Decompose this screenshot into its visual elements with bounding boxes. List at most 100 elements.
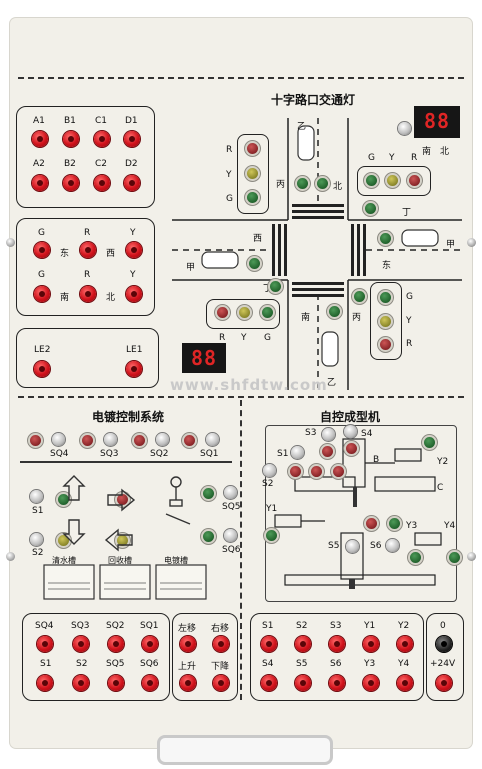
switch-sq3[interactable] bbox=[104, 433, 117, 446]
label-xi-road: 西 bbox=[253, 234, 263, 244]
label-sq2-plating: SQ2 bbox=[150, 449, 169, 459]
molding-title: 自控成型机 bbox=[320, 410, 381, 424]
socket-bl-sq4[interactable] bbox=[37, 636, 53, 652]
label-r-sn: R bbox=[84, 270, 91, 280]
label-jia-left: 甲 bbox=[186, 263, 196, 273]
led-sq5 bbox=[203, 488, 214, 499]
socket-b1[interactable] bbox=[63, 131, 79, 147]
socket-br-y1[interactable] bbox=[363, 636, 379, 652]
bl-label-sq6: SQ6 bbox=[140, 659, 159, 669]
molding-label-c: C bbox=[437, 483, 444, 493]
seven-seg-display-top: 88 bbox=[414, 106, 460, 138]
led-green-ding-top bbox=[365, 203, 376, 214]
socket-up[interactable] bbox=[180, 675, 196, 691]
socket-le1[interactable] bbox=[126, 361, 142, 377]
label-c1: C1 bbox=[95, 116, 108, 126]
label-le1: LE1 bbox=[126, 345, 143, 355]
led-green-south bbox=[262, 307, 273, 318]
led-yellow-west bbox=[247, 168, 258, 179]
label-g-ew: G bbox=[38, 228, 45, 238]
molding-label-b: B bbox=[373, 455, 380, 465]
switch-s1-plating[interactable] bbox=[30, 490, 43, 503]
socket-bl-s1[interactable] bbox=[37, 675, 53, 691]
label-sq5-plating: SQ5 bbox=[222, 502, 241, 512]
intersection-road-diagram bbox=[172, 118, 462, 390]
socket-sn-g[interactable] bbox=[34, 286, 50, 302]
light-label-r-south: R bbox=[219, 333, 226, 343]
socket-ground[interactable] bbox=[436, 636, 452, 652]
socket-bl-sq1[interactable] bbox=[142, 636, 158, 652]
switch-mold-s6[interactable] bbox=[386, 539, 399, 552]
socket-sn-r[interactable] bbox=[80, 286, 96, 302]
socket-ew-y[interactable] bbox=[126, 242, 142, 258]
socket-br-s4[interactable] bbox=[261, 675, 277, 691]
light-label-y-west: Y bbox=[226, 170, 232, 180]
socket-a2[interactable] bbox=[32, 175, 48, 191]
socket-le2[interactable] bbox=[34, 361, 50, 377]
socket-br-s1[interactable] bbox=[261, 636, 277, 652]
switch-sq4[interactable] bbox=[52, 433, 65, 446]
bl-label-sq2: SQ2 bbox=[106, 621, 125, 631]
switch-s2-plating[interactable] bbox=[30, 533, 43, 546]
socket-br-s2[interactable] bbox=[295, 636, 311, 652]
socket-down[interactable] bbox=[213, 675, 229, 691]
label-r-ew: R bbox=[84, 228, 91, 238]
socket-br-y4[interactable] bbox=[397, 675, 413, 691]
socket-sn-y[interactable] bbox=[126, 286, 142, 302]
socket-right-move[interactable] bbox=[213, 636, 229, 652]
socket-b2[interactable] bbox=[63, 175, 79, 191]
led-green-nan bbox=[329, 306, 340, 317]
led-right bbox=[117, 494, 128, 505]
br-label-y2: Y2 bbox=[398, 621, 410, 631]
socket-c1[interactable] bbox=[94, 131, 110, 147]
terminal-block-sq bbox=[22, 613, 170, 701]
switch-mold-s5[interactable] bbox=[346, 540, 359, 553]
traffic-title: 十字路口交通灯 bbox=[271, 93, 356, 107]
switch-sq5[interactable] bbox=[224, 486, 237, 499]
plating-title: 电镀控制系统 bbox=[92, 410, 165, 424]
socket-bl-sq6[interactable] bbox=[142, 675, 158, 691]
display-label-nan: 南 bbox=[422, 147, 432, 157]
socket-ew-r[interactable] bbox=[80, 242, 96, 258]
socket-a1[interactable] bbox=[32, 131, 48, 147]
switch-sq6[interactable] bbox=[224, 529, 237, 542]
socket-left-move[interactable] bbox=[180, 636, 196, 652]
socket-br-s5[interactable] bbox=[295, 675, 311, 691]
socket-bl-s2[interactable] bbox=[73, 675, 89, 691]
socket-d2[interactable] bbox=[124, 175, 140, 191]
label-xi: 西 bbox=[106, 249, 116, 259]
socket-br-y3[interactable] bbox=[363, 675, 379, 691]
socket-bl-sq3[interactable] bbox=[73, 636, 89, 652]
divider-middle bbox=[18, 396, 464, 398]
switch-sq1[interactable] bbox=[206, 433, 219, 446]
socket-br-y2[interactable] bbox=[397, 636, 413, 652]
socket-bl-sq2[interactable] bbox=[108, 636, 124, 652]
seven-seg-display-le: 88 bbox=[182, 343, 226, 373]
socket-br-s3[interactable] bbox=[329, 636, 345, 652]
socket-ew-g[interactable] bbox=[34, 242, 50, 258]
led-yellow-north bbox=[387, 175, 398, 186]
traffic-light-west bbox=[237, 134, 269, 214]
socket-c2[interactable] bbox=[94, 175, 110, 191]
socket-plus24[interactable] bbox=[436, 675, 452, 691]
label-d1: D1 bbox=[125, 116, 138, 126]
led-sq4 bbox=[30, 435, 41, 446]
molding-label-s4: S4 bbox=[361, 429, 373, 439]
switch-mold-s2[interactable] bbox=[263, 464, 276, 477]
led-sq6 bbox=[203, 531, 214, 542]
label-y-sn: Y bbox=[130, 270, 136, 280]
socket-d1[interactable] bbox=[124, 131, 140, 147]
label-sq4-plating: SQ4 bbox=[50, 449, 69, 459]
switch-sq2[interactable] bbox=[156, 433, 169, 446]
light-label-g-south: G bbox=[264, 333, 271, 343]
switch-mold-s1[interactable] bbox=[291, 446, 304, 459]
label-sq3-plating: SQ3 bbox=[100, 449, 119, 459]
socket-br-s6[interactable] bbox=[329, 675, 345, 691]
switch-mold-s4[interactable] bbox=[344, 425, 357, 438]
display-switch[interactable] bbox=[398, 122, 411, 135]
led-yellow-east bbox=[380, 316, 391, 327]
molding-label-y1: Y1 bbox=[266, 504, 278, 514]
switch-mold-s3[interactable] bbox=[322, 428, 335, 441]
label-nan: 南 bbox=[60, 293, 70, 303]
socket-bl-sq5[interactable] bbox=[108, 675, 124, 691]
